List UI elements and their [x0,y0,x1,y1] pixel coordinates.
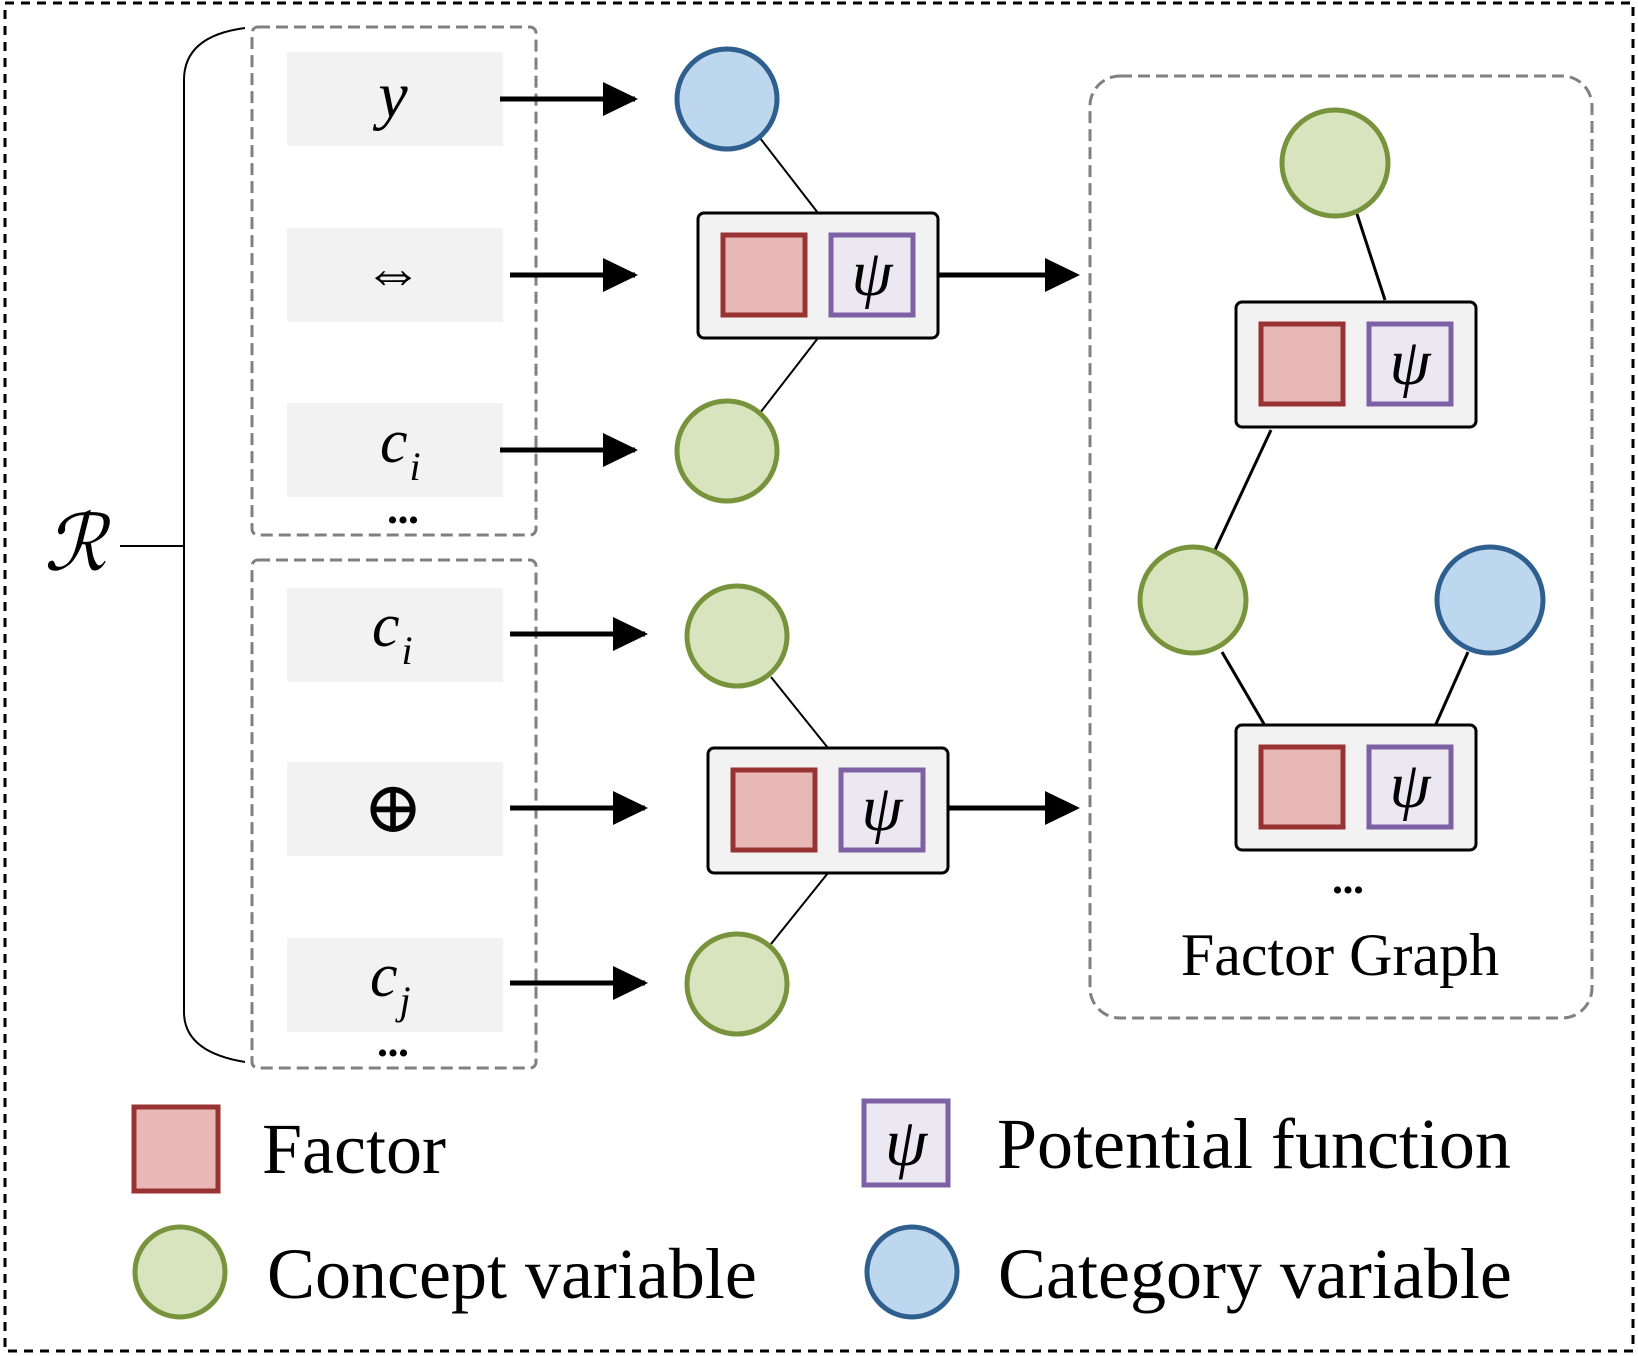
factor-square [1258,321,1346,407]
legend-potential-label: Potential function [997,1104,1511,1184]
legend-factor-icon [131,1104,221,1194]
rule-2-group: ci ⊕ cj ••• [250,558,538,1070]
factor-square [1258,744,1346,830]
arrowheads [603,82,648,1000]
rule-2-token-ci: ci [372,592,413,673]
rule-1-factor-graph: ψ [674,46,940,504]
rule-1-token-y: y [372,59,408,132]
psi-label: ψ [1390,749,1432,822]
psi-square [828,232,916,318]
factor-square [720,232,808,318]
rule-1-token-bg-2 [287,403,503,497]
legend: Factor ψ Potential function Concept vari… [131,1098,1512,1320]
psi-label: ψ [862,772,904,845]
arrowhead-ci-2 [613,617,648,651]
legend-potential-psi: ψ [885,1104,929,1180]
legend-potential-icon [861,1098,951,1188]
combined-factor-graph: ψ ψ ••• Factor Graph [1088,74,1594,1020]
legend-category-label: Category variable [998,1234,1512,1314]
arrowhead-xor [613,791,648,825]
factor-graph-box [1088,74,1594,1020]
rule-set-brace: ℛ [44,27,246,1063]
factor-square [730,767,818,853]
legend-concept-label: Concept variable [267,1234,757,1314]
psi-label: ψ [1390,326,1432,399]
arrowhead-iff [603,258,638,292]
arrowhead-ci-1 [603,433,638,467]
arrowhead-y [603,82,638,116]
rule-set-symbol: ℛ [44,500,111,587]
rule-2-token-cj: cj [370,942,411,1023]
rule-1-box [250,25,538,537]
rule-1-token-ci: ci [380,408,421,489]
rule-1-ellipsis: ••• [387,504,419,537]
rule-2-token-bg-1 [287,762,503,856]
rule-2-token-xor: ⊕ [363,768,423,848]
concept-node [684,583,790,689]
token-arrows [500,94,646,988]
legend-concept-icon [132,1224,228,1320]
legend-factor-label: Factor [262,1109,446,1189]
category-node [674,46,780,152]
factor-graph-ellipsis: ••• [1332,874,1364,907]
psi-square [838,767,926,853]
merge-arrows [938,258,1080,825]
concept-node [674,398,780,504]
rule-1-token-bg-1 [287,228,503,322]
rule-1-token-iff: ⇔ [363,239,423,305]
rule-1-group: y ⇔ ci ••• [250,25,538,537]
psi-square [1366,744,1454,830]
concept-node [1279,107,1391,219]
rule-2-factor-graph: ψ [684,583,950,1037]
psi-label: ψ [852,237,894,310]
legend-category-icon [864,1224,960,1320]
factor-graph-title: Factor Graph [1181,922,1499,988]
concept-node [1137,544,1249,656]
arrowhead-cj [613,966,648,1000]
concept-node [684,931,790,1037]
category-node [1434,544,1546,656]
psi-square [1366,321,1454,407]
rule-2-token-bg-2 [287,938,503,1032]
rule-2-token-bg-0 [287,588,503,682]
rule-2-box [250,558,538,1070]
rule-1-token-bg-0 [287,52,503,146]
rule-2-ellipsis: ••• [377,1037,409,1070]
